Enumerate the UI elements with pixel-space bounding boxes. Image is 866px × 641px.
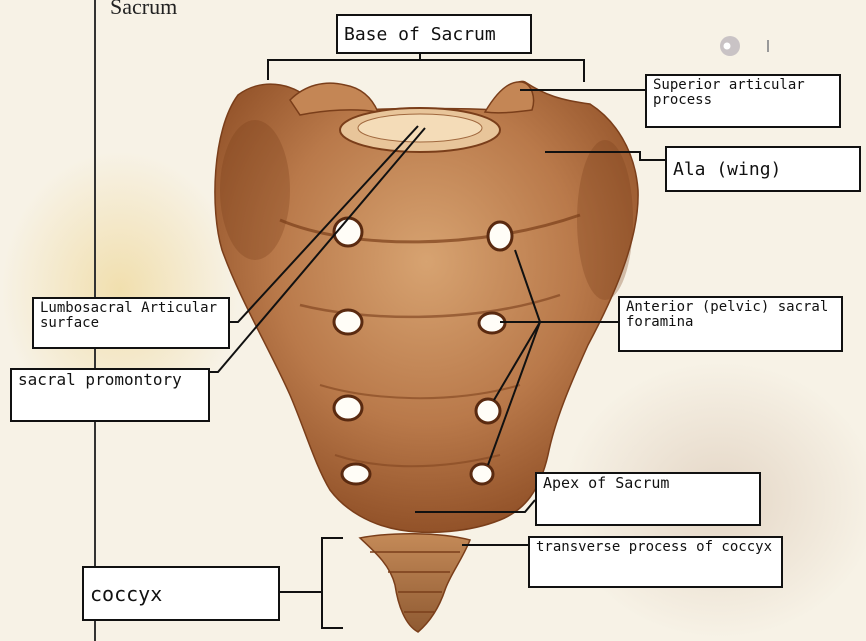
base-of-sacrum-inner (358, 114, 482, 142)
label-apex-of-sacrum: Apex of Sacrum (535, 472, 761, 526)
leader-base (268, 60, 584, 82)
foramen-right-4 (471, 464, 493, 484)
label-anterior-sacral-foramina: Anterior (pelvic) sacral foramina (618, 296, 843, 352)
right-superior-articular-process (485, 82, 534, 113)
label-coccyx: coccyx (82, 566, 280, 621)
label-sacral-promontory: sacral promontory (10, 368, 210, 422)
label-transverse-process-of-coccyx: transverse process of coccyx (528, 536, 783, 588)
label-lumbosacral-articular-surface: Lumbosacral Articular surface (32, 297, 230, 349)
coccyx-bone (360, 534, 470, 632)
foramen-left-3 (334, 396, 362, 420)
foramen-left-1 (334, 218, 362, 246)
foramen-right-1 (488, 222, 512, 250)
left-superior-articular-process (290, 83, 378, 115)
label-ala: Ala (wing) (665, 146, 861, 192)
label-base-of-sacrum: Base of Sacrum (336, 14, 532, 54)
foramen-left-2 (334, 310, 362, 334)
ala-shadow-right (577, 140, 633, 300)
foramen-right-3 (476, 399, 500, 423)
leader-coccyx (322, 538, 343, 628)
ala-shadow-left (220, 120, 290, 260)
foramen-left-4 (342, 464, 370, 484)
label-superior-articular-process: Superior articular process (645, 74, 841, 128)
